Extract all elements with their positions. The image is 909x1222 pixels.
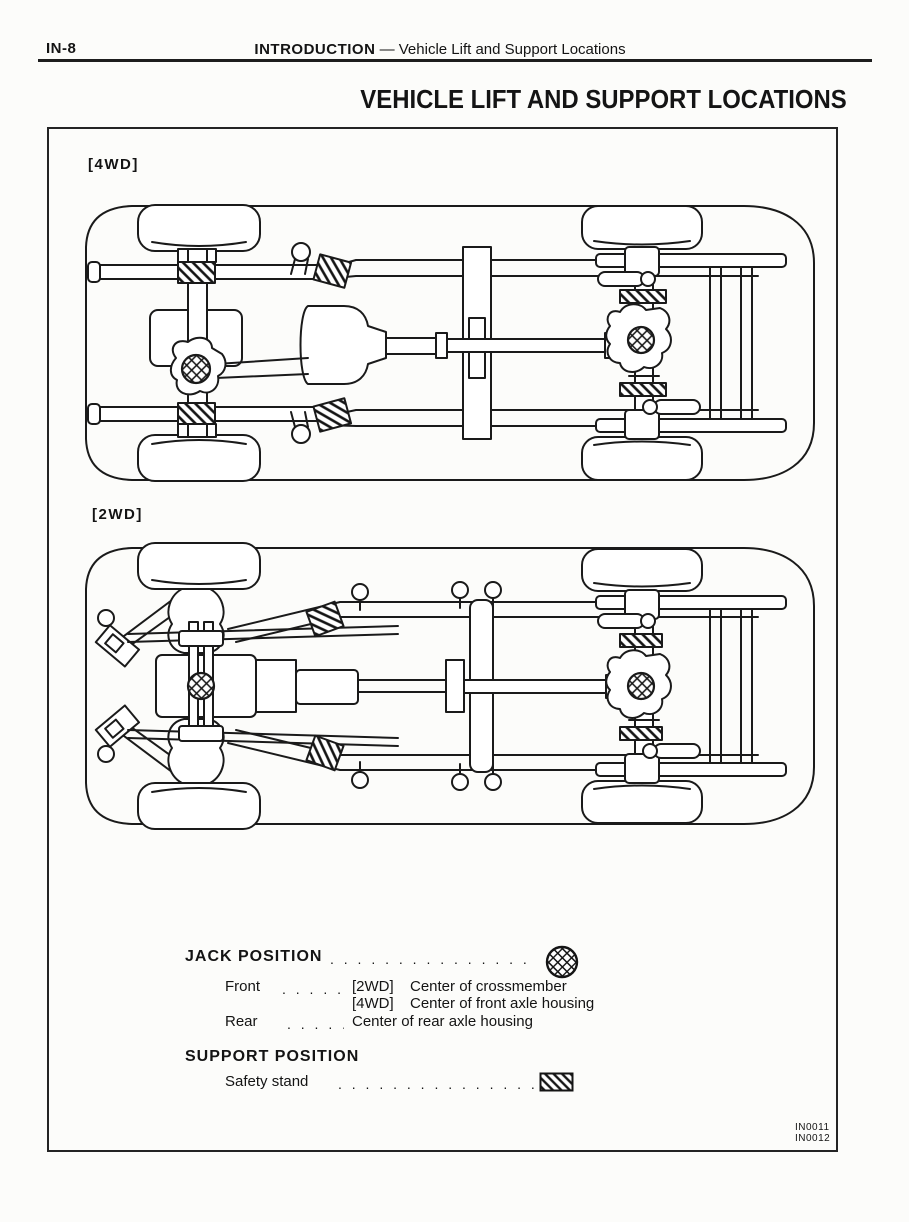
2wd-chassis-diagram <box>85 542 815 830</box>
section-subtitle: — Vehicle Lift and Support Locations <box>379 41 626 58</box>
figure-border <box>47 127 838 1152</box>
rear-leaf-springs <box>595 589 787 784</box>
support-position-symbol <box>539 1072 574 1092</box>
support-position-markers <box>177 253 667 433</box>
figure-code-1: IN0011 <box>795 1122 830 1133</box>
jack-position-heading: JACK POSITION <box>185 948 323 965</box>
jack-front-leader: . . . . . . . . <box>282 981 344 997</box>
support-term: Safety stand <box>225 1073 309 1090</box>
figure-codes: IN0011 IN0012 <box>795 1122 830 1144</box>
jack-front-4wd-desc: Center of front axle housing <box>410 995 595 1012</box>
body-outline <box>85 547 815 825</box>
header-rule <box>38 59 872 62</box>
jack-rear-term: Rear <box>225 1013 258 1030</box>
body-mounts <box>351 581 502 791</box>
page-title: VEHICLE LIFT AND SUPPORT LOCATIONS <box>360 84 847 114</box>
rear-leaf-springs <box>595 246 787 440</box>
jack-position-marker-rear <box>626 671 656 701</box>
support-leader-dots: . . . . . . . . . . . . . . . . . . . . … <box>338 1076 535 1092</box>
jack-position-marker-front <box>180 353 212 385</box>
running-header: INTRODUCTION — Vehicle Lift and Support … <box>0 41 880 58</box>
jack-rear-leader: . . . . . . . . <box>287 1016 344 1032</box>
jack-position-marker-rear <box>626 325 656 355</box>
shock-absorbers <box>597 271 701 415</box>
variant-label-4wd: [4WD] <box>88 156 139 173</box>
jack-front-2wd-desc: Center of crossmember <box>410 978 567 995</box>
shock-absorbers <box>597 613 701 759</box>
section-title: INTRODUCTION <box>254 41 376 58</box>
figure-code-2: IN0012 <box>795 1133 831 1144</box>
jack-front-2wd-tag: [2WD] <box>352 978 394 995</box>
body-mounts <box>290 242 311 444</box>
support-position-heading: SUPPORT POSITION <box>185 1048 360 1065</box>
wheels <box>137 204 703 482</box>
jack-position-marker-front <box>186 671 216 701</box>
jack-front-4wd-tag: [4WD] <box>352 995 394 1012</box>
body-outline <box>85 205 815 481</box>
jack-position-symbol <box>545 945 579 979</box>
drivetrain <box>155 654 618 718</box>
4wd-chassis-diagram <box>85 204 815 482</box>
wheels <box>137 542 703 830</box>
jack-leader-dots: . . . . . . . . . . . . . . . . . . . . … <box>330 951 538 967</box>
jack-front-term: Front <box>225 978 261 995</box>
jack-rear-desc: Center of rear axle housing <box>352 1013 533 1030</box>
variant-label-2wd: [2WD] <box>92 506 143 523</box>
support-position-markers <box>305 600 663 772</box>
page-number: IN-8 <box>46 40 77 57</box>
